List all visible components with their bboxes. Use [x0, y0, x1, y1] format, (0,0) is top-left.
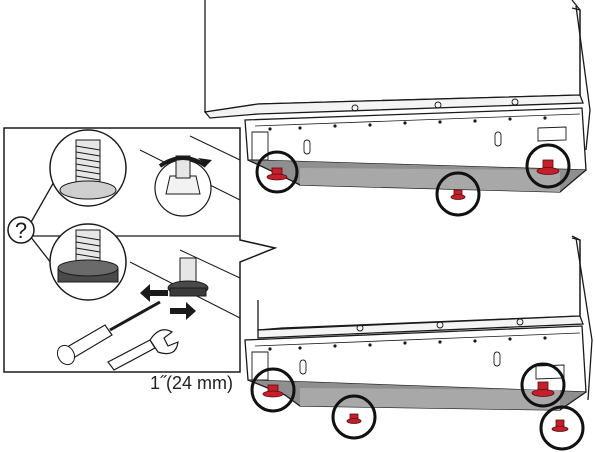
question-branch: ?	[7, 179, 56, 269]
appliance-bottom	[244, 235, 593, 411]
foot-removal-detail	[140, 257, 209, 320]
leveling-feet-top	[266, 159, 560, 200]
screwdriver-icon	[56, 300, 161, 366]
detail-callout	[3, 127, 278, 373]
question-mark: ?	[15, 218, 27, 243]
highlight-circles-bottom	[250, 362, 585, 451]
bolt-plain-detail	[49, 129, 127, 207]
dimension-label: 1˝(24 mm)	[150, 373, 234, 393]
pull-arrow-icon	[170, 302, 196, 320]
wrench-icon	[107, 329, 179, 371]
rotate-arrow-icon	[158, 156, 208, 168]
nut-rotate-detail	[154, 155, 212, 217]
bolt-foot-detail	[49, 223, 127, 301]
appliance-top	[203, 0, 591, 193]
leveling-feet-bottom	[262, 381, 569, 432]
push-arrow-icon	[140, 284, 168, 302]
highlight-circles-top	[255, 143, 571, 217]
